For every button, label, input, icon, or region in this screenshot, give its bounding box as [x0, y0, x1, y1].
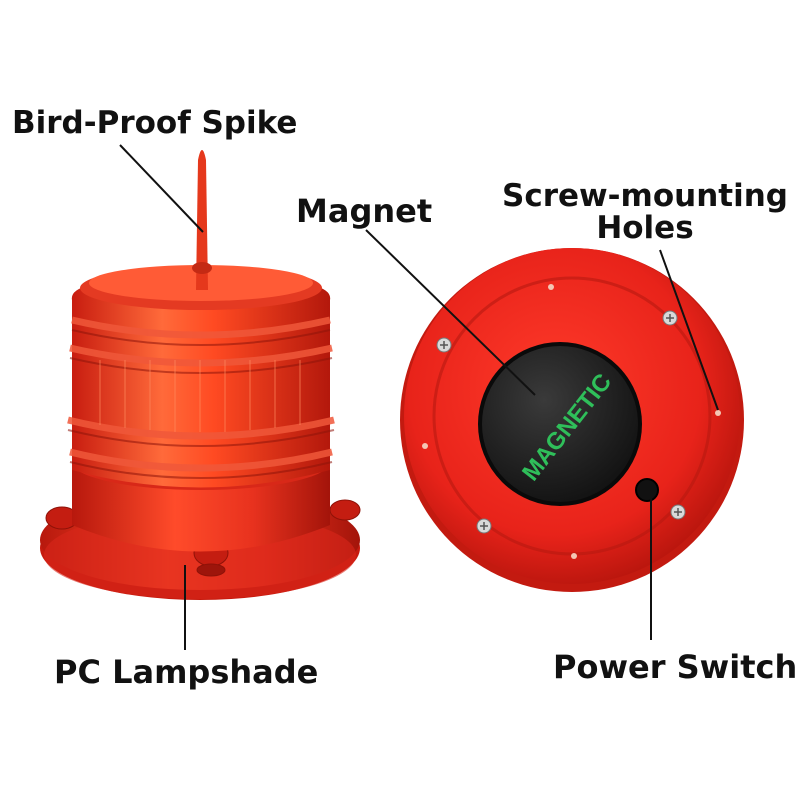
pc-lampshade-label: PC Lampshade — [54, 653, 319, 691]
leader-lines — [119, 144, 719, 650]
mounting-hole-icons — [422, 284, 721, 559]
screw-mounting-label-line1: Screw-mounting — [502, 178, 788, 214]
power-switch-label: Power Switch — [553, 648, 798, 686]
screw-mounting-label-line2: Holes — [596, 210, 694, 246]
screw-icons — [436, 310, 686, 534]
magnet-label: Magnet — [296, 192, 433, 230]
lens-rings — [67, 316, 335, 472]
magnet — [478, 342, 642, 506]
beacon-lamp-side-view — [40, 150, 361, 600]
power-switch-button — [635, 478, 659, 502]
bird-proof-spike — [196, 150, 208, 290]
screw-mounting-holes-label: Screw-mounting Holes — [500, 180, 790, 244]
bird-proof-spike-label: Bird-Proof Spike — [12, 105, 298, 141]
beacon-bottom-view: MAGNETIC — [400, 248, 744, 592]
